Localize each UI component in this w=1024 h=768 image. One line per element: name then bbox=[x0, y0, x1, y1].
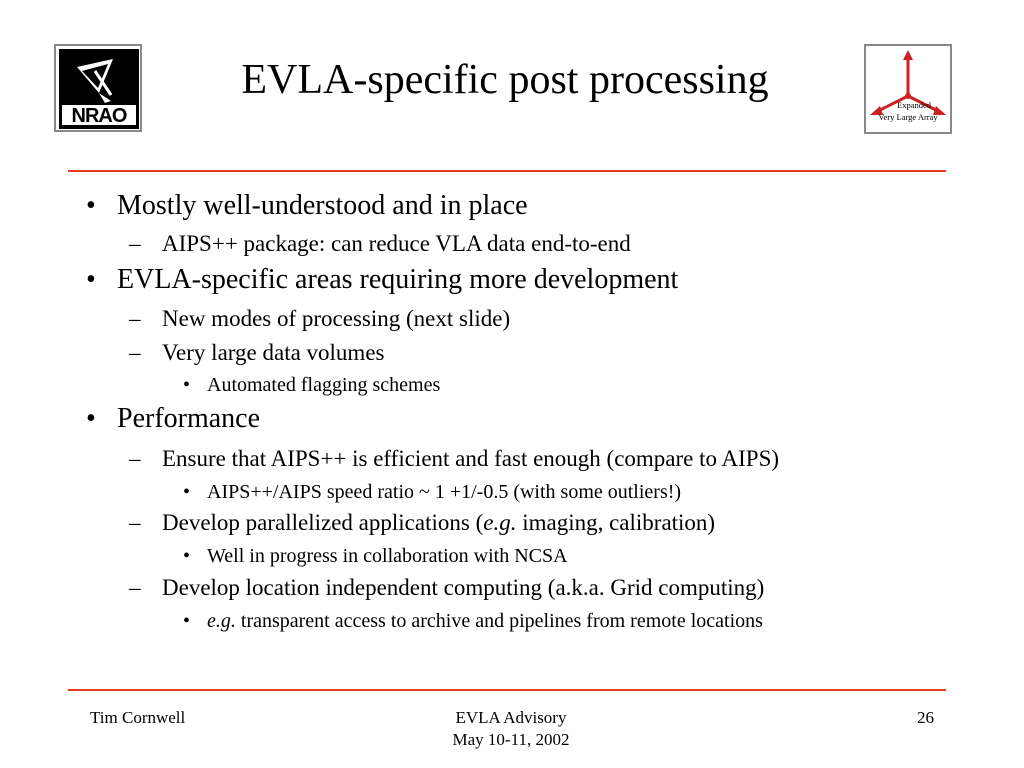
bullet-marker: • bbox=[86, 403, 96, 434]
sub-bullet-text: New modes of processing (next slide) bbox=[162, 306, 511, 331]
bullet-marker: • bbox=[183, 610, 191, 632]
evla-logo: Expanded Very Large Array bbox=[864, 44, 952, 134]
emphasis-text: e.g. bbox=[207, 610, 236, 632]
bullet-text: Performance bbox=[117, 403, 261, 434]
bullet-marker: • bbox=[183, 374, 191, 396]
text-part: imaging, calibration) bbox=[516, 510, 716, 535]
page-number: 26 bbox=[917, 708, 934, 727]
bullet-marker: • bbox=[183, 481, 191, 503]
bullet-marker: • bbox=[183, 545, 191, 567]
nrao-logo-text: NRAO bbox=[72, 105, 127, 127]
footer-event: EVLA Advisory May 10-11, 2002 bbox=[380, 707, 642, 751]
footer-event-name: EVLA Advisory bbox=[455, 708, 567, 727]
sub-bullet-text: Develop parallelized applications (e.g. … bbox=[162, 510, 715, 536]
bullet-marker: • bbox=[86, 190, 96, 221]
evla-logo-graphic: Expanded Very Large Array bbox=[870, 50, 946, 122]
sub-sub-bullet-text: e.g. transparent access to archive and p… bbox=[207, 610, 763, 633]
nrao-logo: NRAO bbox=[54, 44, 142, 132]
dash-marker: – bbox=[129, 510, 141, 535]
nrao-logo-graphic: NRAO bbox=[59, 49, 139, 129]
sub-bullet-text: Ensure that AIPS++ is efficient and fast… bbox=[162, 446, 780, 471]
sub-bullet-text: Very large data volumes bbox=[162, 340, 385, 365]
dash-marker: – bbox=[129, 575, 141, 600]
dash-marker: – bbox=[129, 340, 141, 365]
bullet-text: Mostly well-understood and in place bbox=[117, 190, 528, 221]
dash-marker: – bbox=[129, 231, 141, 256]
footer-event-date: May 10-11, 2002 bbox=[452, 730, 570, 749]
text-part: transparent access to archive and pipeli… bbox=[235, 610, 763, 632]
footer-divider bbox=[68, 689, 946, 691]
bullet-text: EVLA-specific areas requiring more devel… bbox=[117, 264, 679, 295]
header-divider bbox=[68, 170, 946, 172]
text-part: Develop parallelized applications ( bbox=[162, 510, 484, 535]
evla-logo-line1: Expanded bbox=[897, 100, 932, 110]
bullet-marker: • bbox=[86, 264, 96, 295]
sub-sub-bullet-text: Automated flagging schemes bbox=[207, 374, 441, 396]
dash-marker: – bbox=[129, 306, 141, 331]
evla-logo-line2: Very Large Array bbox=[878, 112, 938, 122]
dash-marker: – bbox=[129, 446, 141, 471]
sub-bullet-text: Develop location independent computing (… bbox=[162, 575, 765, 600]
sub-sub-bullet-text: AIPS++/AIPS speed ratio ~ 1 +1/-0.5 (wit… bbox=[207, 481, 682, 503]
sub-sub-bullet-text: Well in progress in collaboration with N… bbox=[207, 545, 568, 567]
emphasis-text: e.g. bbox=[483, 510, 517, 535]
footer-author: Tim Cornwell bbox=[90, 708, 186, 727]
sub-bullet-text: AIPS++ package: can reduce VLA data end-… bbox=[162, 231, 631, 256]
slide-title: EVLA-specific post processing bbox=[241, 57, 769, 103]
